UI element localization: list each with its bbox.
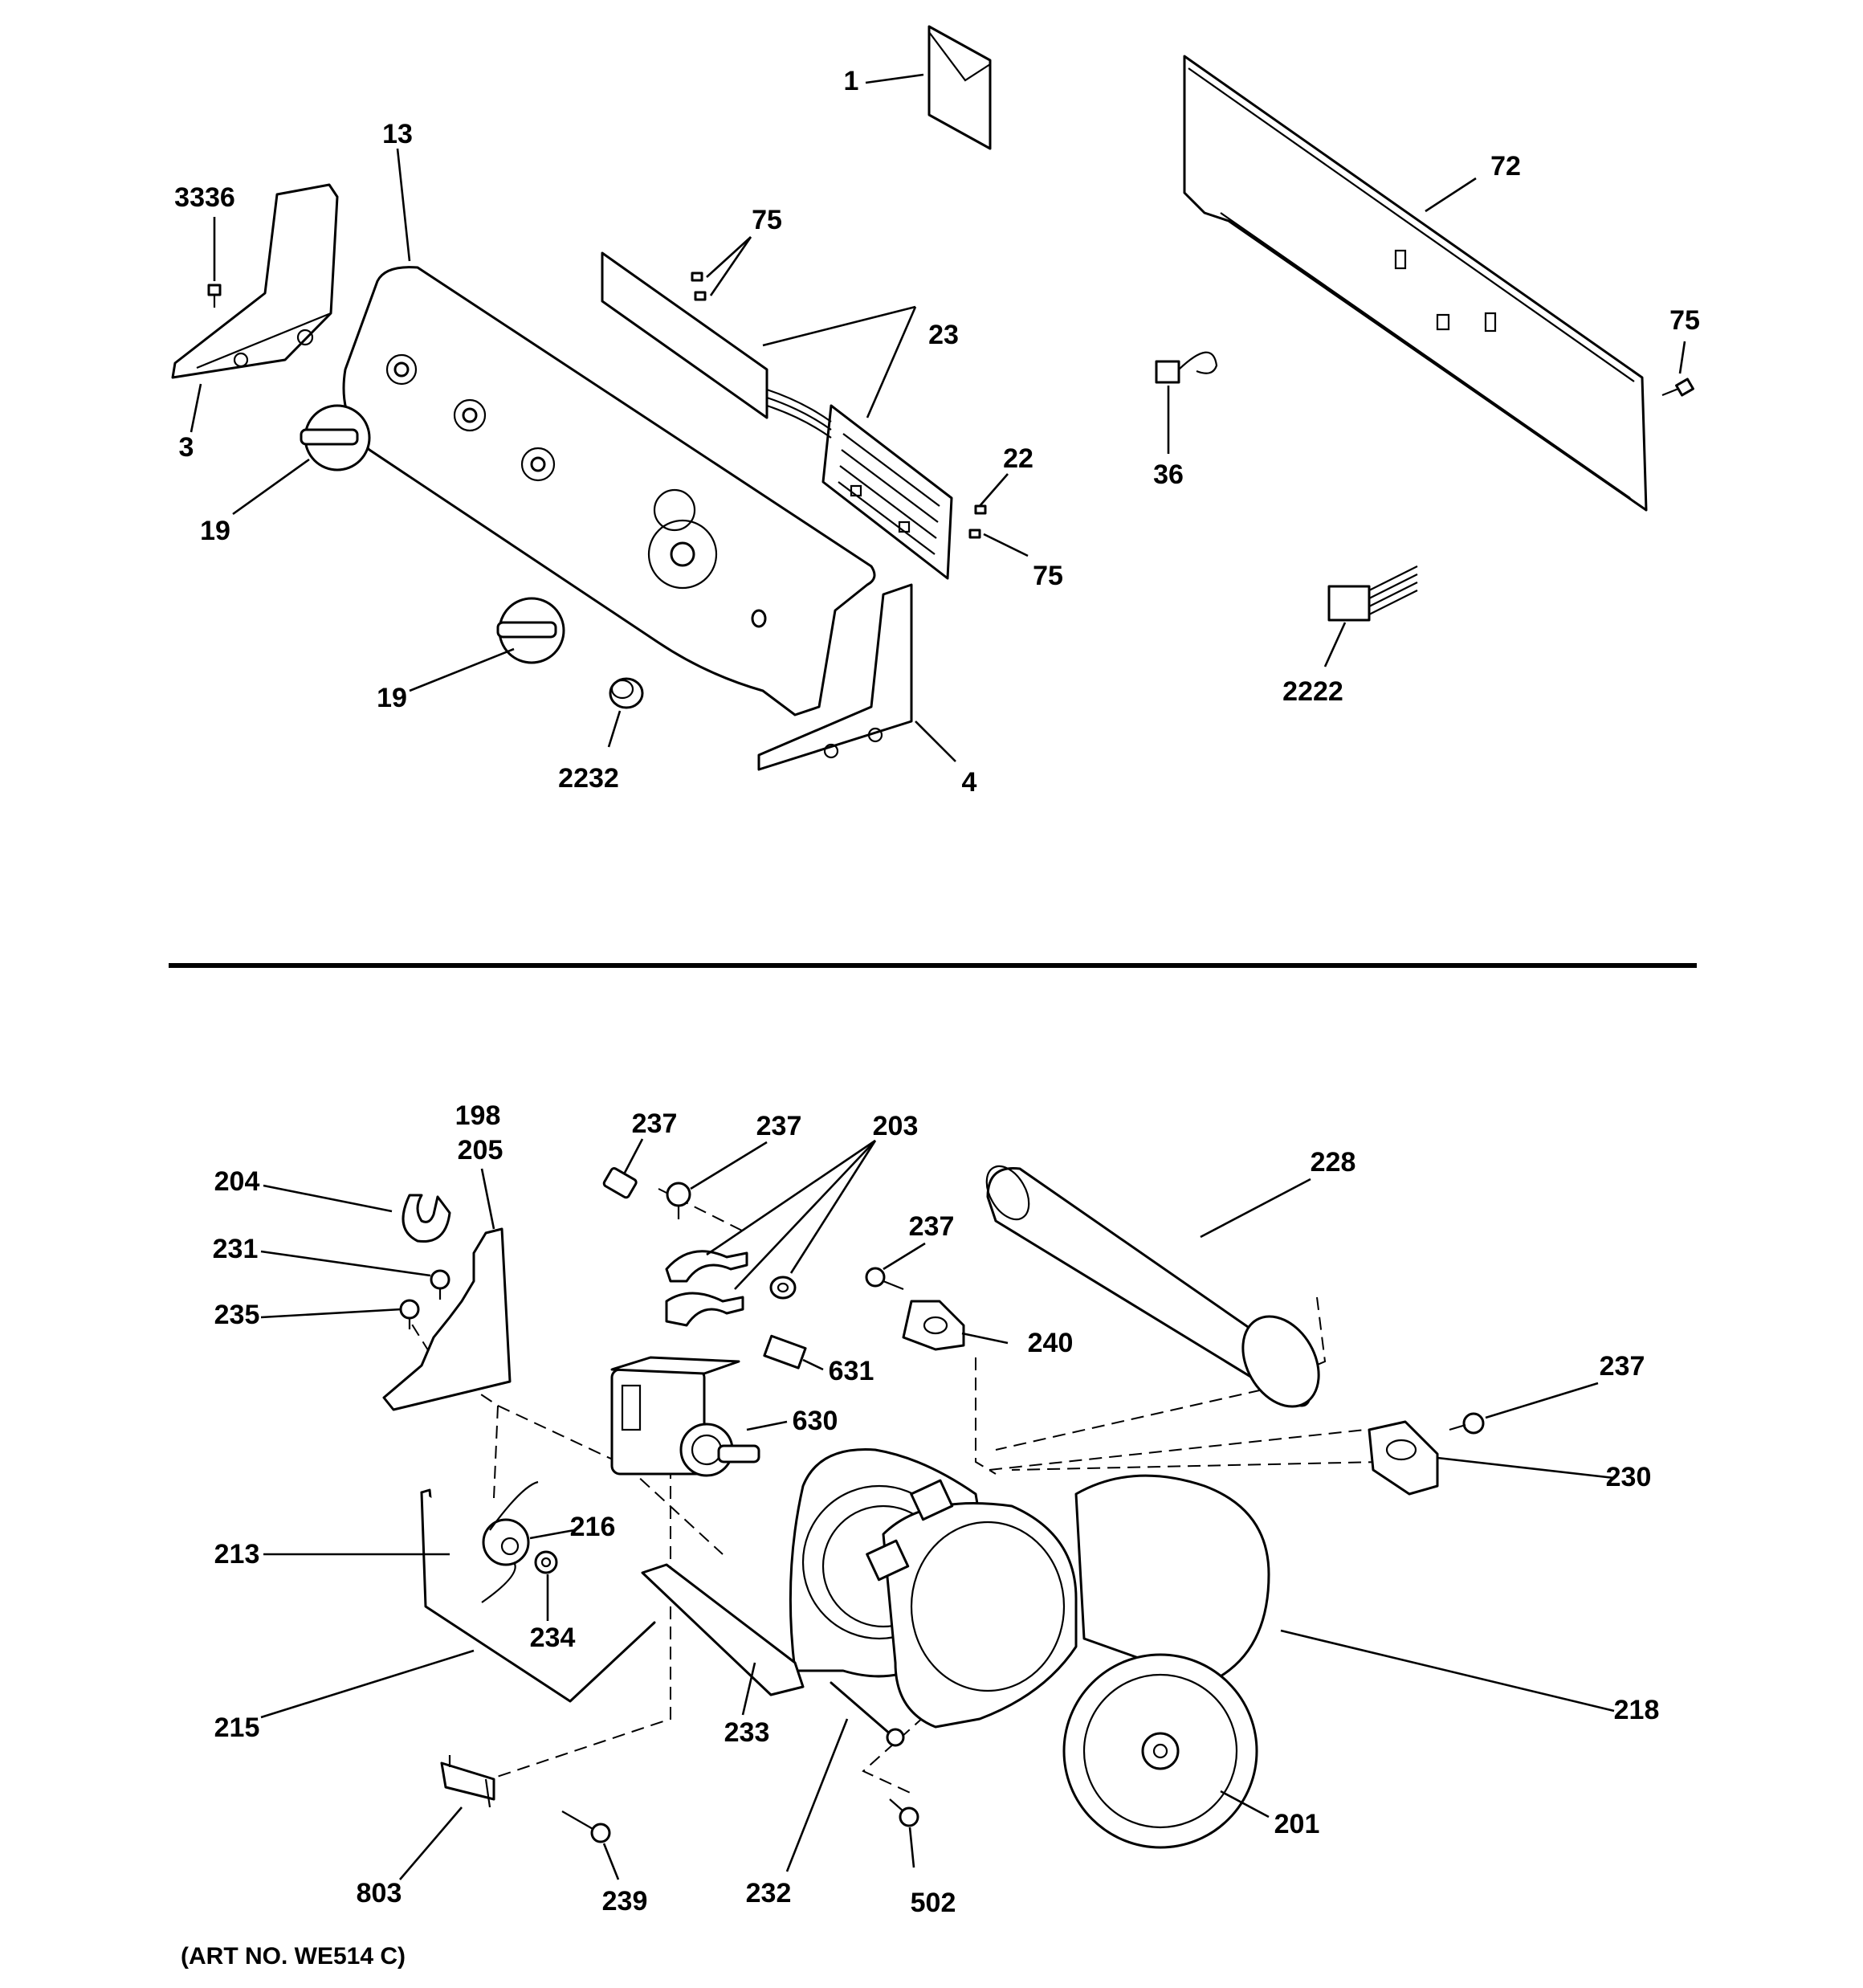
thermostat-240-part — [902, 1300, 965, 1351]
callout-2222: 2222 — [1282, 676, 1343, 707]
screws-237-part — [602, 1167, 1485, 1435]
callout-233: 233 — [724, 1717, 770, 1748]
lower-assembly: 198 205 237 237 203 228 204 237 231 235 … — [181, 1100, 1659, 1970]
upper-leaders — [190, 73, 1686, 762]
callout-3336: 3336 — [174, 182, 235, 213]
connector-36-part — [1155, 351, 1218, 384]
bolt-232-part — [830, 1681, 905, 1747]
control-board-part — [601, 251, 953, 580]
callout-23: 23 — [928, 320, 959, 350]
clip-204-part — [402, 1194, 451, 1243]
lower-leaders — [260, 1138, 1615, 1880]
envelope-part — [927, 25, 992, 150]
callout-631: 631 — [829, 1356, 874, 1386]
motor-630-part — [610, 1356, 760, 1477]
callout-237-b: 237 — [756, 1111, 802, 1141]
duct-228-part — [985, 1165, 1320, 1408]
right-end-cap-part — [757, 583, 913, 771]
knob-lower-part — [496, 597, 565, 664]
screw-3336-part — [207, 284, 222, 308]
knob-upper-part — [300, 404, 371, 471]
callout-1: 1 — [844, 66, 859, 96]
harness-2222-part — [1327, 565, 1418, 622]
left-end-cap-part — [171, 183, 339, 379]
callout-75-right: 75 — [1669, 305, 1700, 336]
switch-803-part — [440, 1755, 495, 1808]
callout-630: 630 — [793, 1406, 838, 1436]
callout-231: 231 — [213, 1234, 259, 1264]
button-2232-part — [609, 677, 644, 709]
connector-631-part — [763, 1334, 807, 1370]
screws-75-upper-part — [691, 271, 1694, 539]
lower-callouts: 198 205 237 237 203 228 204 237 231 235 … — [213, 1100, 1660, 1918]
blower-housing-218-part — [641, 1448, 1270, 1729]
callout-237-d: 237 — [1600, 1351, 1645, 1382]
screw-502-part — [889, 1798, 919, 1827]
callout-803: 803 — [357, 1878, 402, 1908]
blower-wheel-201-part — [1062, 1653, 1258, 1849]
callout-22: 22 — [1003, 443, 1033, 474]
callout-237-c: 237 — [909, 1211, 955, 1242]
screw-239-part — [561, 1810, 611, 1843]
callout-230: 230 — [1606, 1462, 1652, 1492]
callout-502: 502 — [911, 1888, 956, 1918]
callout-234: 234 — [530, 1623, 576, 1653]
callout-13: 13 — [382, 119, 413, 149]
callout-228: 228 — [1311, 1147, 1356, 1178]
callout-215: 215 — [214, 1712, 260, 1743]
callout-19-upper: 19 — [200, 516, 230, 546]
callout-232: 232 — [746, 1878, 792, 1908]
clamps-203-part — [665, 1250, 797, 1327]
callout-19-lower: 19 — [377, 683, 407, 713]
callout-201: 201 — [1274, 1809, 1320, 1839]
bracket-205-part — [382, 1227, 512, 1411]
screws-231-235-part — [399, 1269, 450, 1329]
callout-205: 205 — [458, 1135, 503, 1165]
callout-75-board: 75 — [1033, 561, 1063, 591]
upper-assembly: 1 72 3336 13 75 23 75 3 19 22 75 36 19 2… — [171, 25, 1700, 798]
callout-203: 203 — [873, 1111, 919, 1141]
callout-216: 216 — [570, 1512, 616, 1542]
callout-75-top: 75 — [752, 205, 782, 235]
callout-198: 198 — [455, 1100, 501, 1131]
callout-240: 240 — [1028, 1328, 1074, 1358]
art-number: (ART NO. WE514 C) — [181, 1943, 406, 1970]
callout-239: 239 — [602, 1886, 648, 1917]
back-panel-part — [1183, 55, 1648, 512]
callout-72: 72 — [1490, 151, 1521, 182]
upper-callouts: 1 72 3336 13 75 23 75 3 19 22 75 36 19 2… — [174, 66, 1700, 798]
control-panel-part — [342, 266, 876, 716]
callout-4: 4 — [962, 767, 977, 798]
callout-237-a: 237 — [632, 1108, 678, 1139]
callout-204: 204 — [214, 1166, 260, 1197]
thermostat-230-part — [1368, 1420, 1439, 1496]
idler-assembly-part — [420, 1480, 656, 1703]
callout-213: 213 — [214, 1539, 260, 1570]
callout-218: 218 — [1614, 1695, 1660, 1725]
callout-3: 3 — [179, 432, 194, 463]
callout-2232: 2232 — [558, 763, 619, 794]
callout-36: 36 — [1153, 459, 1184, 490]
callout-235: 235 — [214, 1300, 260, 1330]
